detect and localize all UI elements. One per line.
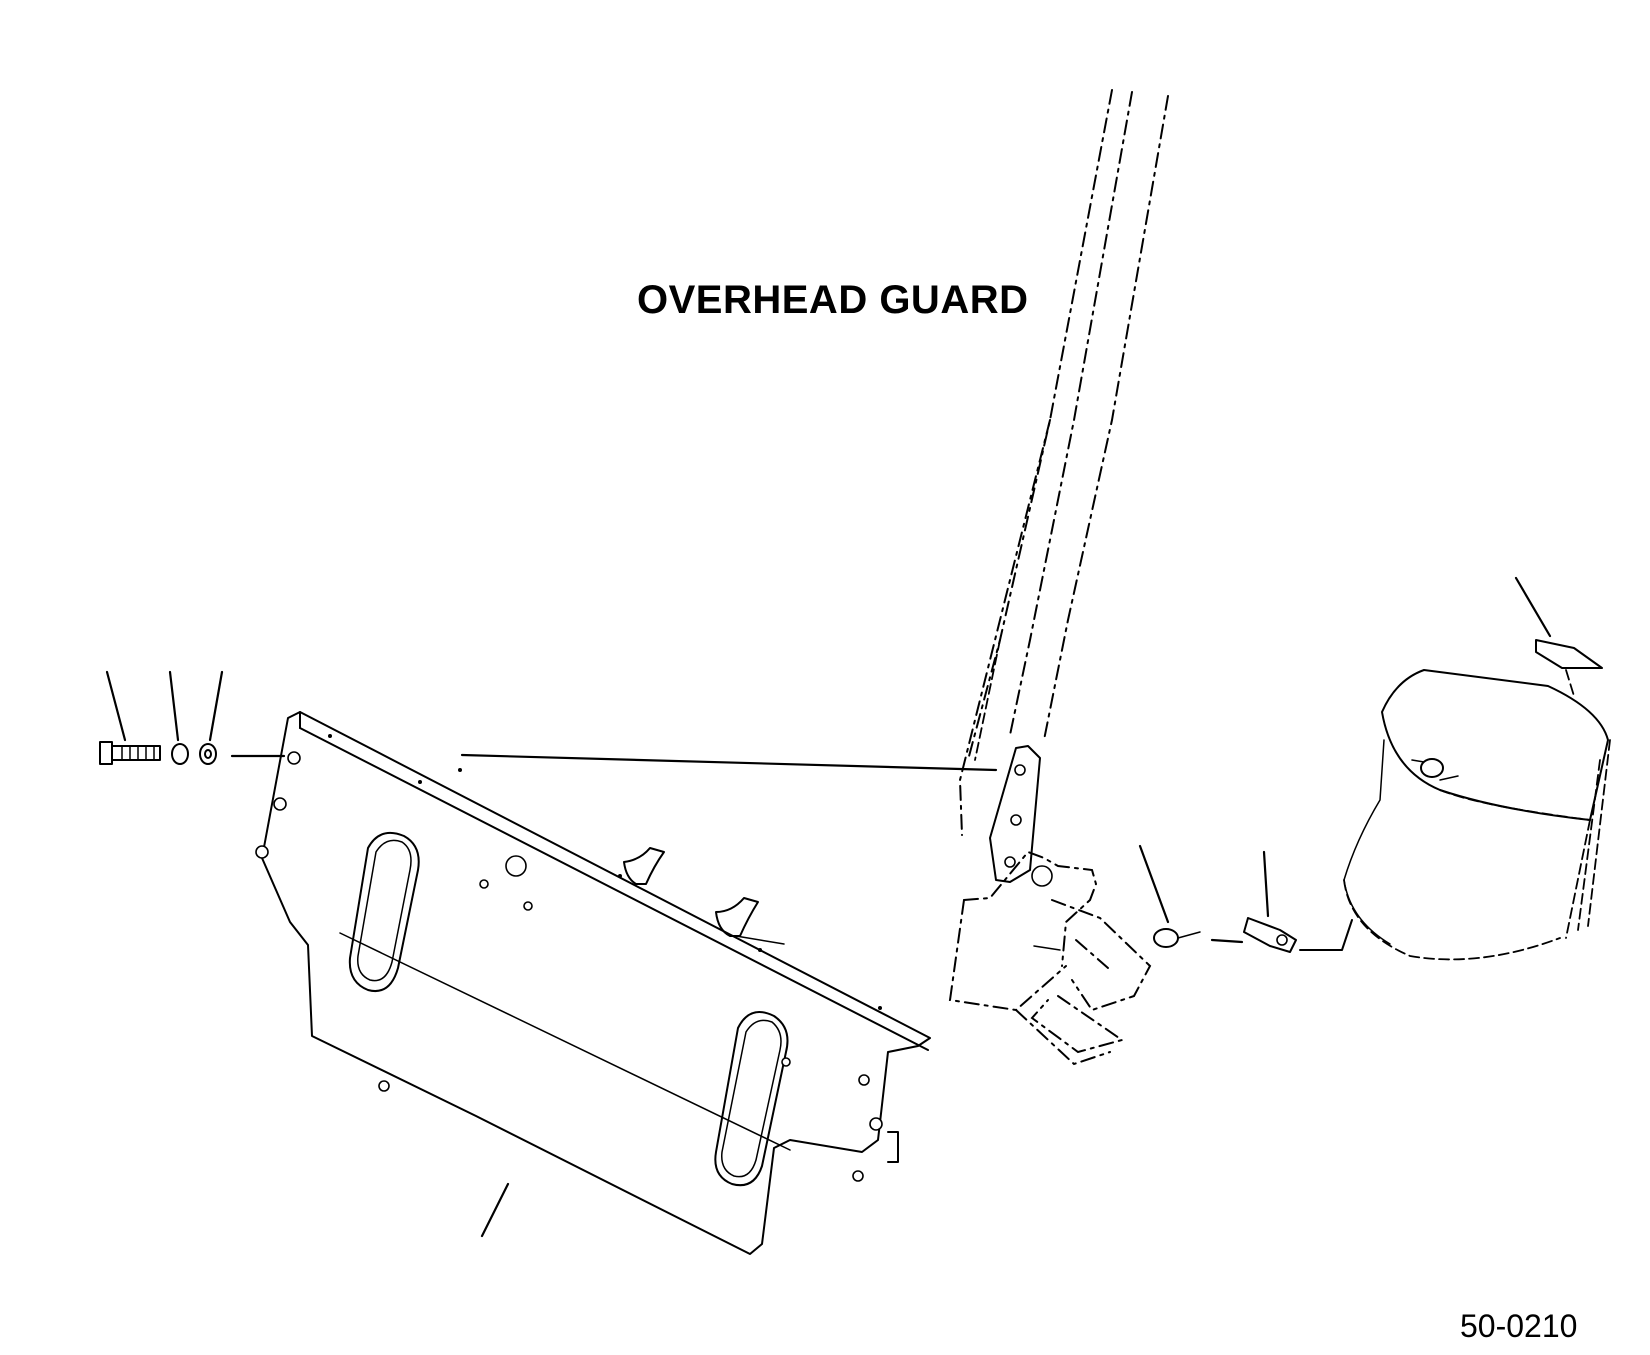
overhead-guard-label: OVERHEAD GUARD bbox=[637, 278, 1029, 322]
pin-fastener-part bbox=[1210, 850, 1297, 953]
overhead-guard-leg bbox=[958, 89, 1169, 836]
cover-housing-part bbox=[1343, 576, 1611, 961]
bracket-leader-line bbox=[460, 753, 998, 772]
front-panel-part bbox=[255, 711, 931, 1255]
cover-leader bbox=[1299, 919, 1353, 951]
pillar-mount-bracket bbox=[948, 745, 1152, 1066]
knob-fastener-part bbox=[1138, 844, 1201, 948]
lock-washer-part bbox=[168, 670, 189, 765]
flat-washer-part bbox=[199, 670, 224, 765]
bolt-part bbox=[99, 670, 161, 765]
figure-number-label: 50-0210 bbox=[1460, 1308, 1578, 1344]
